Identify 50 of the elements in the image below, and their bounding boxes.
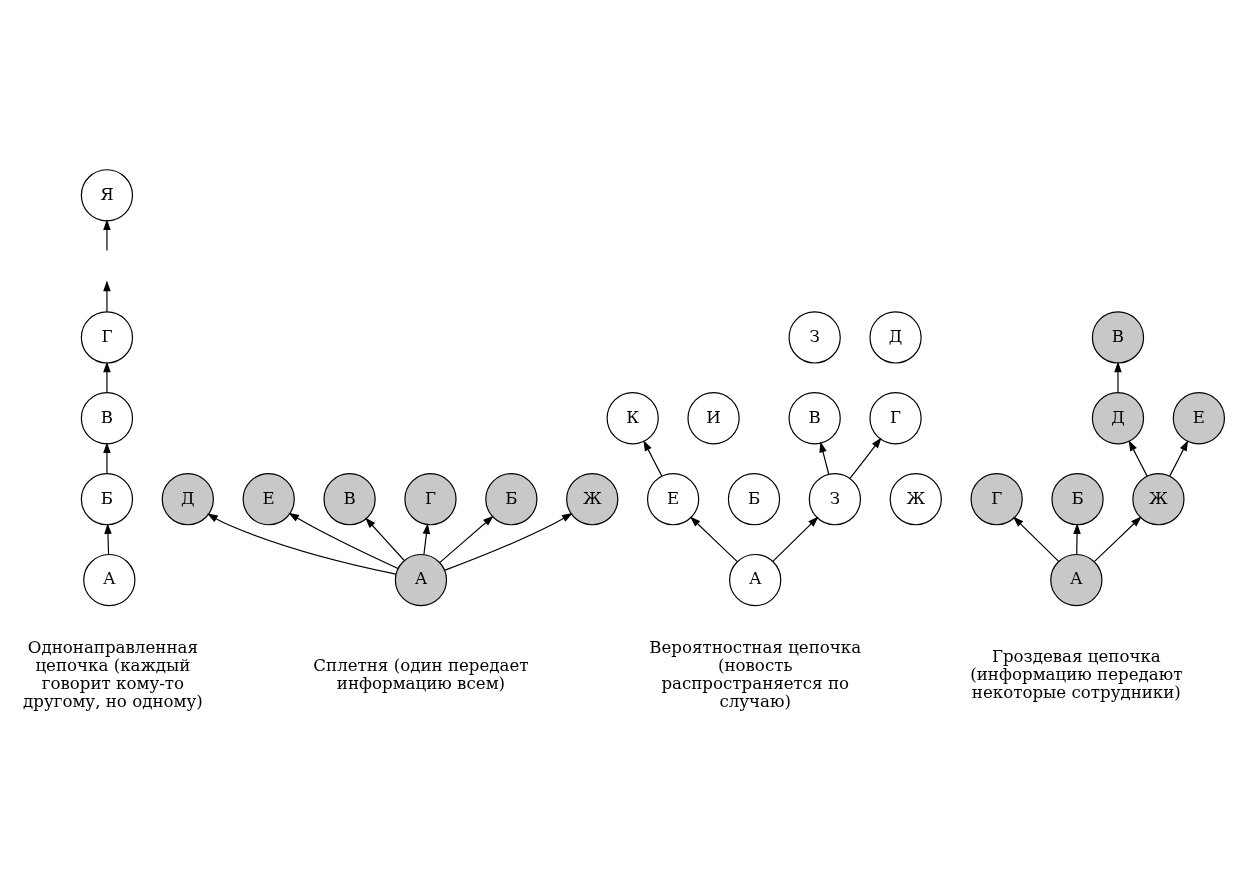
node-circle: Б [80, 473, 134, 526]
arrow [1073, 523, 1081, 556]
arrow [103, 219, 111, 252]
arrow [689, 516, 738, 563]
arrow [849, 437, 882, 479]
node-circle: В [788, 392, 841, 445]
node-circle: А [729, 553, 782, 607]
node-circle: В [1091, 311, 1145, 364]
node-circle: З [788, 311, 841, 364]
node-circle: Ж [889, 473, 942, 526]
label: Гроздевая цепочка (информацию передают некоторые сотрудники) [970, 647, 1183, 703]
arrow [104, 523, 112, 556]
node-circle: А [394, 553, 448, 607]
arrow [1169, 440, 1189, 477]
arrow [444, 512, 573, 571]
node-circle: Г [80, 311, 134, 364]
node-circle: К [606, 392, 659, 445]
node-circle: Г [869, 392, 922, 445]
arrow [422, 523, 431, 556]
node-circle: А [83, 553, 136, 607]
arrow [1093, 516, 1142, 563]
node-circle: Е [1172, 392, 1226, 445]
arrow [772, 516, 819, 563]
arrow [1013, 516, 1060, 563]
node-circle: Я [80, 169, 134, 222]
node-circle: Ж [566, 473, 619, 526]
node-circle: Г [404, 473, 457, 526]
arrow [1114, 361, 1122, 394]
arrow [365, 517, 405, 561]
arrow [819, 441, 830, 475]
arrow [643, 440, 663, 477]
node-circle: И [687, 392, 740, 445]
label: Однонаправленная цепочка (каждый говорит кому-то другому, но одному) [23, 638, 203, 711]
arrow [1128, 440, 1148, 477]
label: Вероятностная цепочка (новость распространяется по случаю) [649, 638, 862, 711]
node-circle: В [80, 392, 134, 445]
arrow [207, 513, 397, 575]
arrow [103, 442, 111, 475]
arrow [439, 515, 494, 564]
node-circle: Б [727, 473, 781, 526]
node-circle: Б [1051, 473, 1104, 526]
node-circle: Е [242, 473, 295, 526]
label: Сплетня (один передает информацию всем) [313, 656, 529, 694]
arrow [103, 361, 111, 394]
node-circle: Д [869, 311, 922, 364]
node-circle: А [1050, 553, 1103, 607]
arrow [103, 280, 111, 313]
node-circle: Д [161, 473, 214, 526]
arrow [288, 512, 399, 570]
node-circle: Д [1091, 392, 1145, 445]
